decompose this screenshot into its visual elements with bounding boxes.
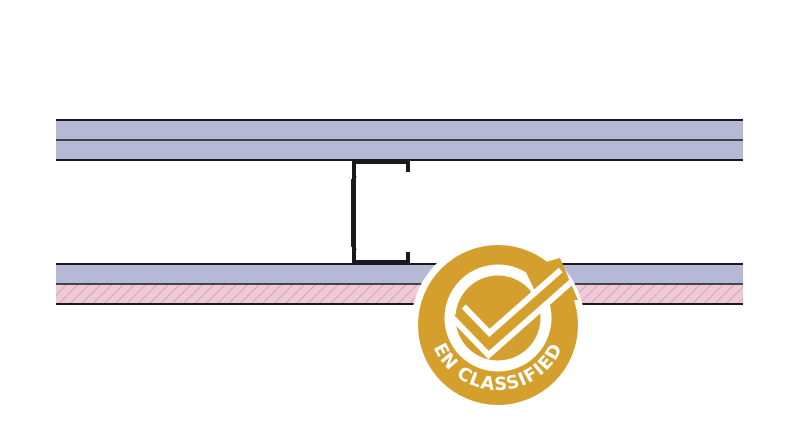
- en-classified-badge: EN CLASSIFIED: [411, 238, 585, 412]
- top-board-upper: [56, 120, 743, 140]
- c-stud-profile: [352, 160, 410, 264]
- c-stud-inner-lip: [351, 175, 357, 251]
- top-board-assembly: [56, 119, 743, 161]
- badge-inner-ring: [444, 264, 552, 372]
- bottom-board-assembly: [56, 263, 743, 305]
- bottom-board: [56, 264, 743, 284]
- top-board-lower: [56, 140, 743, 160]
- bottom-hatched-layer: [56, 284, 743, 304]
- check-icon-fill: [454, 272, 570, 351]
